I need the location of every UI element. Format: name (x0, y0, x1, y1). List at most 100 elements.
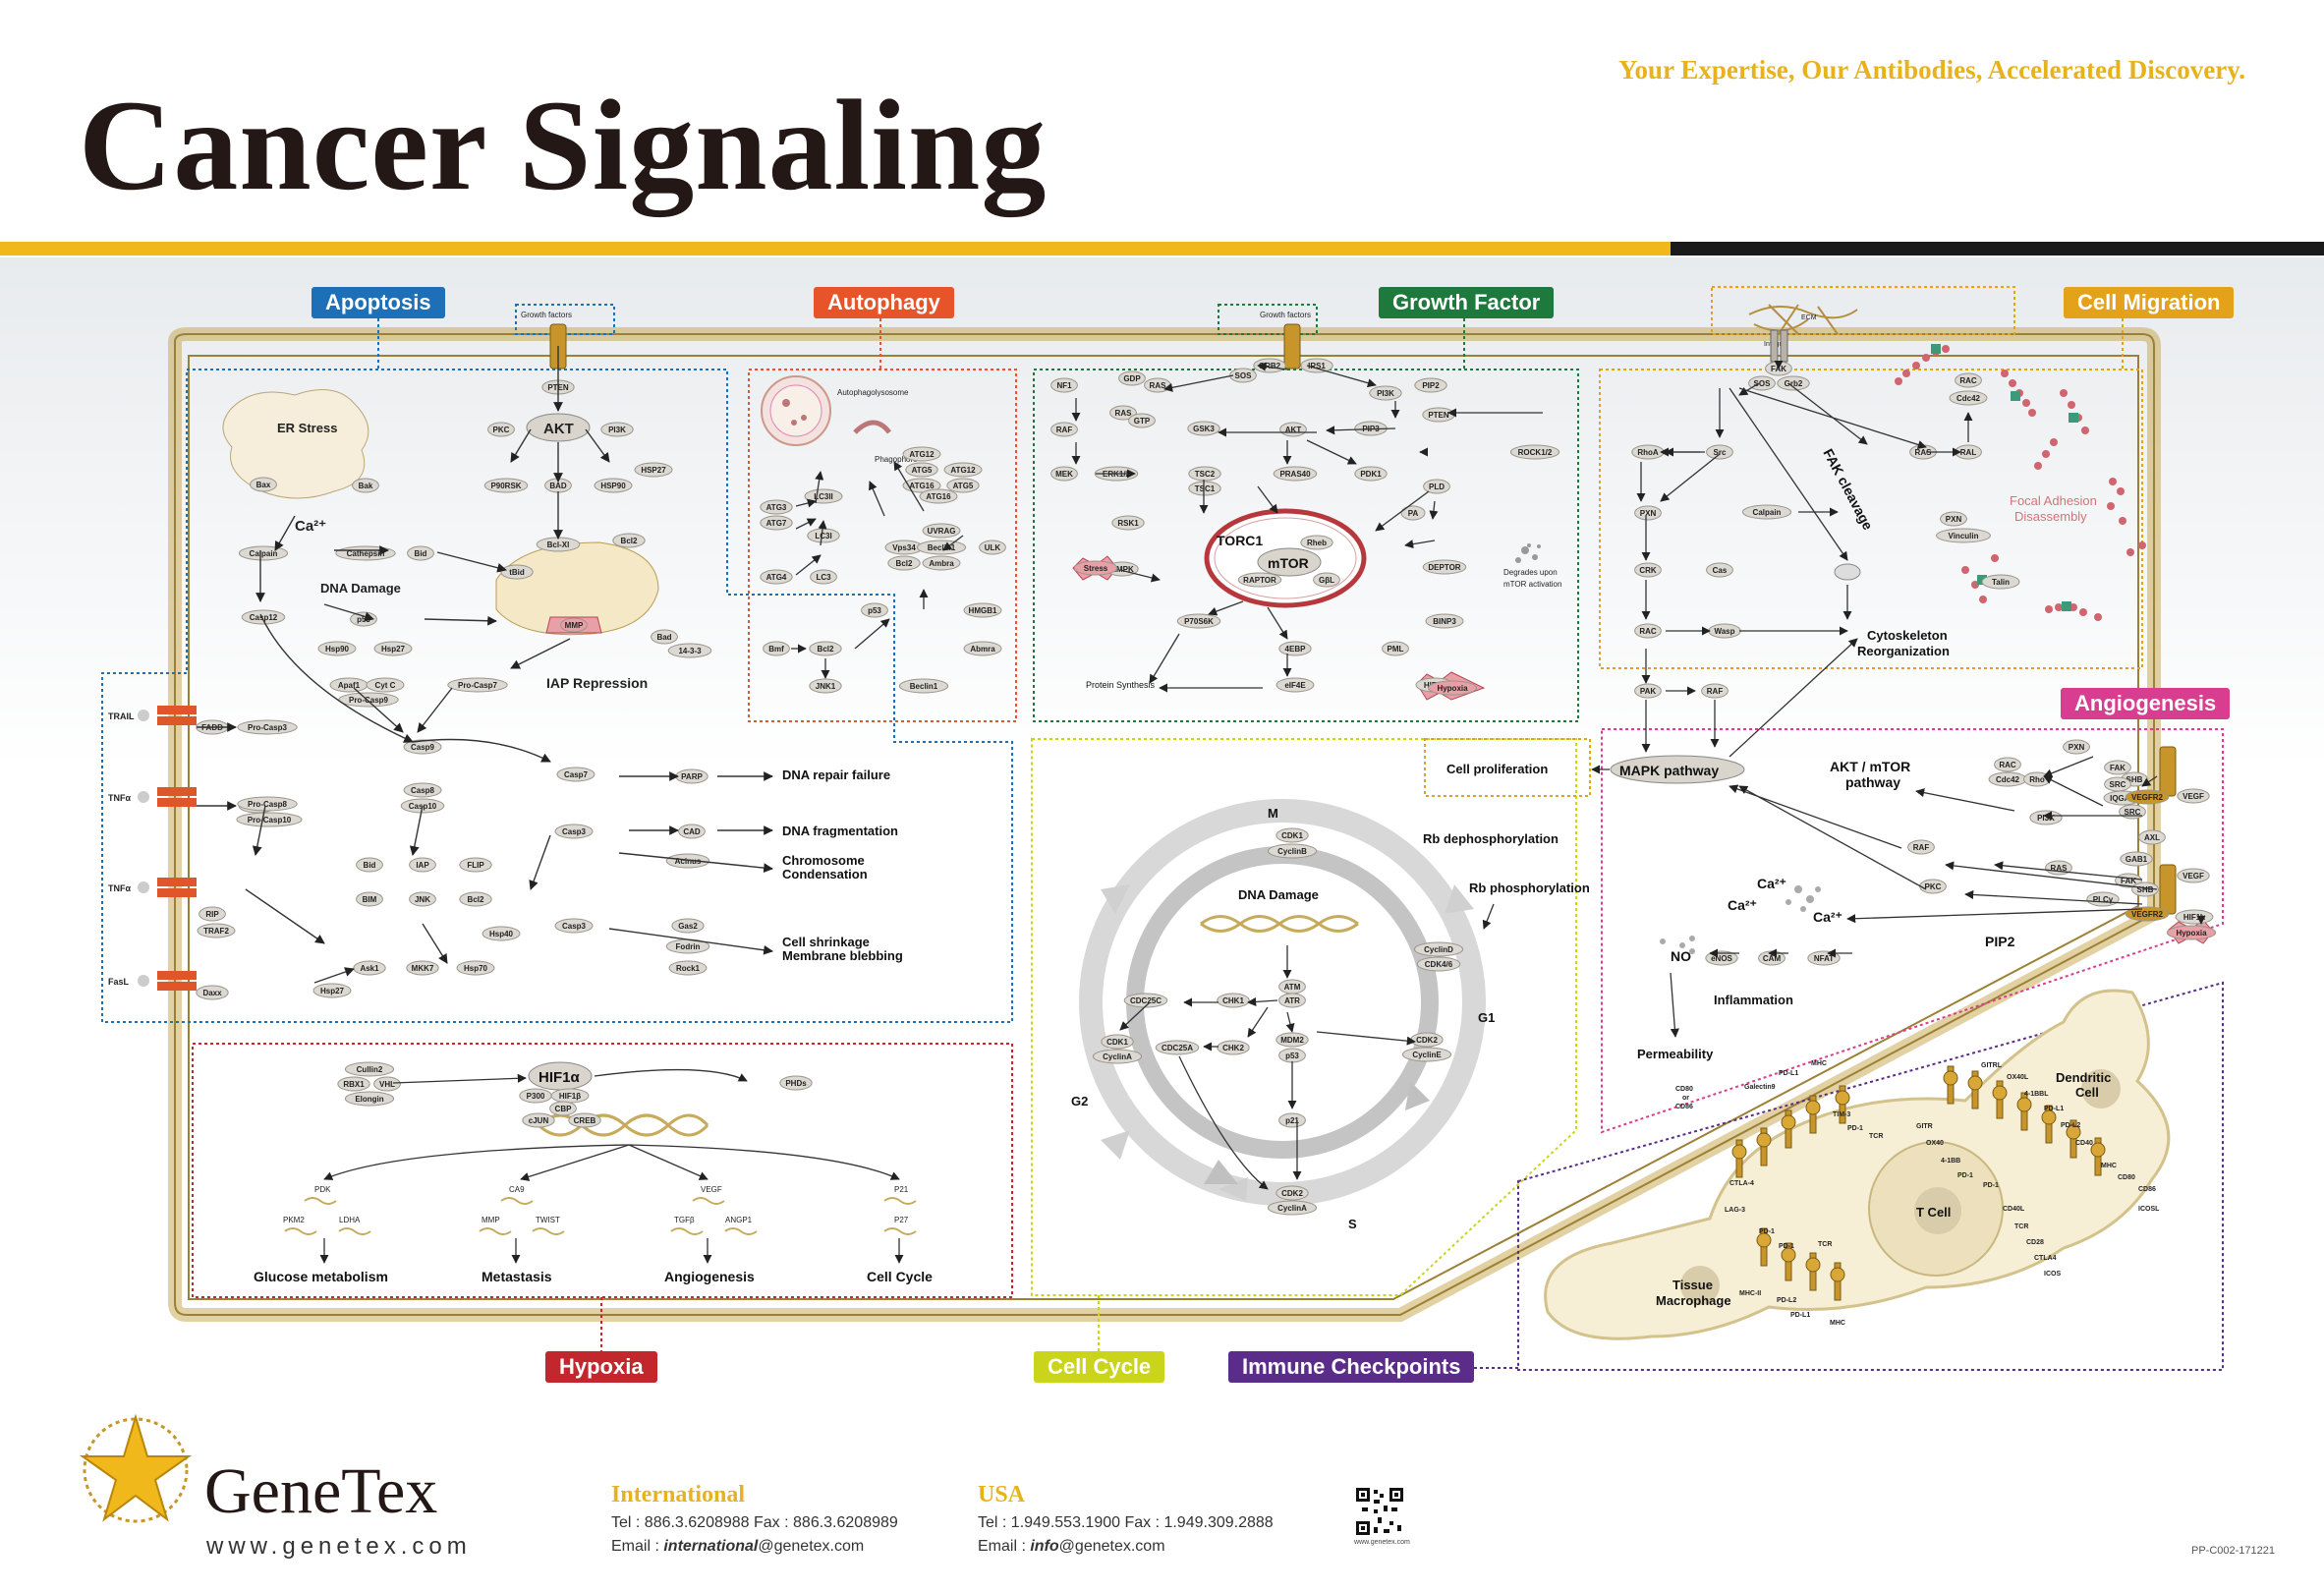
node-bmf (763, 641, 790, 656)
tcell-nucleus (1914, 1187, 1961, 1234)
node-phds (779, 1075, 813, 1091)
node-label-eif4e: eIF4E (1284, 681, 1306, 690)
node-ebp4 (1278, 641, 1312, 656)
immune-label-right_labels-17: CD28 (2026, 1239, 2044, 1246)
node-chk2 (1217, 1040, 1250, 1055)
node-label-mdm2: MDM2 (1280, 1036, 1304, 1045)
node-p90rsk (483, 478, 529, 493)
node-cyclina2 (1267, 1200, 1318, 1216)
node-label-ebp4: 4EBP (1285, 645, 1307, 654)
node-cdk1b (1101, 1034, 1134, 1050)
node-label-pxn: PXN (2069, 743, 2085, 752)
footer-url[interactable]: www.genetex.com (206, 1533, 472, 1560)
node-label-apaf1: Apaf1 (338, 681, 361, 690)
node-label-hsp70: Hsp70 (464, 964, 488, 973)
node-label-cdc25a: CDC25A (1162, 1044, 1193, 1052)
usa-email-user: info (1030, 1538, 1059, 1555)
node-cdk2b (1275, 1185, 1309, 1201)
dendritic-nucleus (2081, 1069, 2121, 1109)
node-rbx1 (337, 1076, 370, 1092)
node-label-calpain: Calpain (1753, 508, 1782, 517)
gene-twist: TWIST (536, 1216, 560, 1224)
node-label-rhoa: RhoA (1637, 448, 1659, 457)
node-label-hypoxia: Hypoxia (2176, 929, 2207, 938)
usa-email-line[interactable]: Email : info@genetex.com (978, 1538, 1274, 1556)
angiogenesis-diagram: Cell proliferation MAPK pathway AKT / mT… (1446, 746, 2214, 1061)
immune-receptor-head-4 (1835, 1090, 1850, 1106)
node-traf2 (197, 923, 236, 938)
node-label-cycline: CyclinE (1412, 1051, 1442, 1059)
node-label-plcg: PLCγ (2093, 895, 2114, 904)
label-hif1a: HIF1α (538, 1069, 581, 1086)
node-pras40 (1273, 466, 1318, 482)
node-crk (1634, 562, 1662, 578)
node-hsp90b (317, 641, 357, 656)
node-label-cdk2: CDK2 (1416, 1036, 1438, 1045)
node-vegf2 (2177, 868, 2210, 883)
node-label-tbid: tBid (509, 568, 525, 577)
qr-code-icon[interactable] (1354, 1486, 1405, 1537)
node-label-atg12: ATG12 (909, 450, 935, 459)
node-creb (568, 1112, 601, 1128)
node-bak (352, 478, 379, 493)
node-label-bid: Bid (415, 549, 427, 558)
badge-cell-cycle: Cell Cycle (1034, 1351, 1165, 1383)
node-atg7 (760, 515, 793, 531)
node-label-casp7: Casp7 (564, 770, 589, 779)
node-label-bcl2: Bcl2 (896, 559, 913, 568)
label-ecm: ECM (1801, 314, 1817, 321)
node-label-daxx: Daxx (202, 989, 222, 997)
immune-receptor-head-8 (2016, 1097, 2032, 1112)
node-label-vinculin: Vinculin (1949, 532, 1979, 540)
label-dendritic-cell: Cell (2075, 1085, 2099, 1100)
node-gbl (1313, 572, 1340, 588)
node-ambra (922, 555, 961, 571)
label-torc1: TORC1 (1217, 533, 1263, 548)
immune-label-bottom_labels-7: MHC (1830, 1320, 1845, 1327)
intl-email-line[interactable]: Email : international@genetex.com (611, 1538, 898, 1556)
node-bnip3 (1425, 613, 1464, 629)
header-rule-gold (0, 242, 1671, 256)
part-number: PP-C002-171221 (2190, 1545, 2275, 1557)
immune-label-bottom_labels-1: PD-1 (1759, 1228, 1775, 1235)
node-label-pi3k: PI3K (608, 426, 626, 434)
node-label-bidb: Bid (364, 861, 376, 870)
node-label-jnk1: JNK1 (816, 682, 836, 691)
node-p53 (861, 602, 888, 618)
node-label-pkc: PKC (1925, 882, 1942, 891)
autophagy-frame (748, 369, 1017, 722)
immune-label-left_labels-4: PD-L1 (1779, 1070, 1798, 1077)
immune-label-right_labels-1: OX40L (2007, 1074, 2029, 1081)
immune-receptor-head-9 (2041, 1109, 2057, 1125)
immune-label-right_labels-4: PD-L2 (2061, 1122, 2080, 1129)
node-label-stress: Stress (1084, 564, 1108, 573)
label-dna-damage: DNA Damage (320, 581, 401, 596)
node-acinus (665, 853, 710, 869)
gene-angp1: ANGP1 (725, 1216, 753, 1224)
node-label-cad: CAD (683, 827, 701, 836)
node-label-deptor: DEPTOR (1428, 563, 1460, 572)
node-atg12b (943, 462, 983, 478)
node-label-pxn2: PXN (1946, 515, 1962, 524)
immune-receptor-head-13 (1781, 1247, 1796, 1263)
node-hsp27c (312, 983, 352, 998)
immune-receptor-head-3 (1805, 1100, 1821, 1115)
node-mek (1050, 466, 1078, 482)
page-title: Cancer Signaling (79, 73, 1048, 217)
label-mapk-pathway: MAPK pathway (1619, 763, 1719, 778)
label-akt-mtor: AKT / mTOR (1830, 759, 1910, 774)
node-label-pak: PAK (1640, 687, 1657, 696)
node-label-rsk1: RSK1 (1117, 519, 1139, 528)
node-label-ambra: Ambra (929, 559, 954, 568)
node-label-src: Src (1714, 448, 1727, 457)
immune-label-right_labels-14: PD-1 (1983, 1182, 1999, 1189)
node-label-hsp27b: Hsp27 (381, 645, 406, 654)
node-label-bak: Bak (359, 482, 373, 490)
node-label-raf: RAF (1056, 426, 1073, 434)
hypoxia-frame (192, 1043, 1013, 1298)
node-atg5 (905, 462, 938, 478)
badge-immune-checkpoints: Immune Checkpoints (1228, 1351, 1475, 1383)
node-label-elongin: Elongin (355, 1095, 383, 1104)
outcome-cell-cycle: Cell Cycle (867, 1269, 933, 1284)
